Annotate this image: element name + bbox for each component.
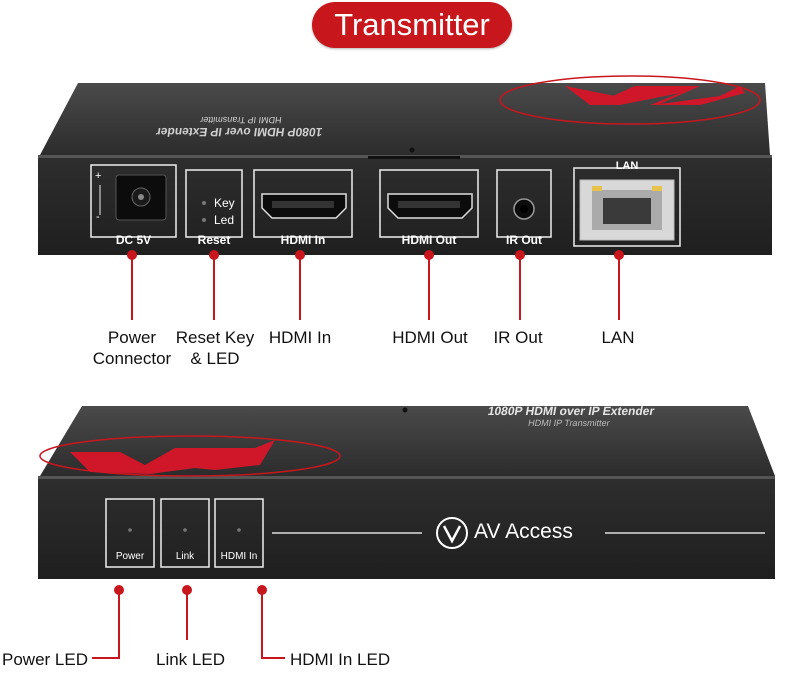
link-led [183,528,187,532]
reset-port-frame [185,169,243,238]
hdmi-in-led [237,528,241,532]
lan-leader [618,255,620,320]
dc-minus-label: - [96,211,100,223]
logo-swoosh [499,75,761,125]
ir-out-frame [496,169,552,238]
ir-out-port-label: IR Out [506,233,542,247]
power-connector-leader [131,255,133,320]
hdmi-in-led-callout: HDMI In LED [290,650,391,669]
brand-name: AV Access [474,520,573,543]
product-name-print: 1080P HDMI over IP Extender [486,404,656,418]
hdmi-in-led-leader-h [261,657,285,659]
link-led-callout: Link LED [156,650,225,669]
power-led-leader-h [92,657,120,659]
top-device-print: 1080P HDMI over IP Extender HDMI IP Tran… [88,114,391,139]
power-led [128,528,132,532]
hdmi-out-port-label: HDMI Out [401,233,457,247]
bottom-device-print: 1080P HDMI over IP Extender HDMI IP Tran… [418,404,722,429]
logo-swoosh [39,435,341,477]
power-led-leader [118,590,120,657]
lan-callout: LAN [601,328,635,347]
title-badge: Transmitter [312,2,512,48]
bottom-device [38,406,775,579]
key-label: Key [214,196,235,210]
product-subtitle-print: HDMI IP Transmitter [199,115,283,125]
power-led-callout: Power LED [2,650,88,669]
led-label: Led [214,213,235,227]
product-subtitle-print: HDMI IP Transmitter [527,418,611,428]
hdmi-in-callout: HDMI In [268,328,332,347]
link-led-frame [160,498,210,568]
hdmi-out-frame [379,169,479,238]
callout-line: & LED [190,349,240,368]
callout-line: Reset Key [175,328,255,347]
reset-port-label: Reset [197,233,231,247]
hdmi-out-leader [428,255,430,320]
hdmi-in-port-label: HDMI In [280,233,326,247]
reset-leader [213,255,215,320]
reset-led [202,218,206,222]
av-logo-mark [70,440,275,474]
hdmi-in-leader [299,255,301,320]
dc-port-frame [90,164,177,238]
reset-callout: Reset Key & LED [160,327,270,369]
power-connector-callout: Power Connector [72,327,192,369]
hdmi-in-led-label: HDMI In [220,551,258,562]
av-logo-mark [565,86,745,105]
top-device [38,75,772,255]
product-name-print: 1080P HDMI over IP Extender [155,125,324,139]
link-led-label: Link [175,551,195,562]
power-led-label: Power [115,551,145,562]
callout-line: Power [107,328,157,347]
lan-port-label: LAN [615,160,639,172]
power-led-frame [105,498,155,568]
ir-out-leader [519,255,521,320]
link-led-leader [186,590,188,640]
bottom-device-front-panel [38,476,775,579]
callout-line: Connector [92,349,172,368]
hdmi-in-led-leader [261,590,263,657]
dc-plus-label: + [95,170,102,182]
dc-port-label: DC 5V [115,233,152,247]
av-access-logo-icon [436,517,468,549]
hdmi-out-callout: HDMI Out [392,328,468,347]
reset-key-hole [202,201,206,205]
hdmi-in-led-frame [214,498,264,568]
lan-frame [573,167,681,247]
ir-out-callout: IR Out [493,328,543,347]
hdmi-in-frame [253,169,353,238]
